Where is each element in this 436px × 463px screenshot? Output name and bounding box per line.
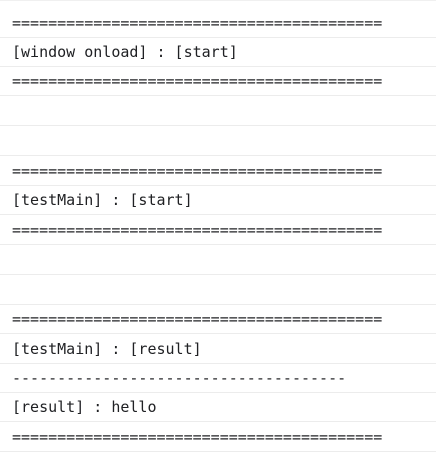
- console-line: ========================================…: [0, 422, 436, 452]
- console-line: ========================================…: [0, 9, 436, 38]
- console-line: ========================================…: [0, 156, 436, 186]
- console-line: [0, 126, 436, 156]
- console-line-text: ========================================…: [12, 220, 383, 239]
- console-line-text: ========================================…: [12, 427, 383, 446]
- console-line: [0, 96, 436, 126]
- console-line-text: ========================================…: [12, 310, 383, 328]
- console-line: ========================================…: [0, 67, 436, 96]
- console-line-text: ========================================…: [12, 14, 383, 32]
- console-line-text: [window onload] : [start]: [12, 43, 238, 61]
- console-line: [testMain] : [result]: [0, 334, 436, 364]
- console-line: [0, 275, 436, 305]
- console-line: ========================================…: [0, 215, 436, 245]
- console-line-text: ========================================…: [12, 72, 383, 90]
- console-line-text: ========================================…: [12, 161, 383, 180]
- console-line: [window onload] : [start]: [0, 38, 436, 67]
- console-line: [result] : hello: [0, 393, 436, 422]
- console-line-text: [testMain] : [start]: [12, 191, 193, 209]
- console-line-text: [result] : hello: [12, 398, 157, 416]
- console-line-text: -------------------------------------: [12, 369, 347, 387]
- console-line: [0, 245, 436, 275]
- console-line: -------------------------------------: [0, 364, 436, 393]
- console-line-text: [testMain] : [result]: [12, 339, 202, 358]
- console-line: [testMain] : [start]: [0, 186, 436, 215]
- console-line: ========================================…: [0, 305, 436, 334]
